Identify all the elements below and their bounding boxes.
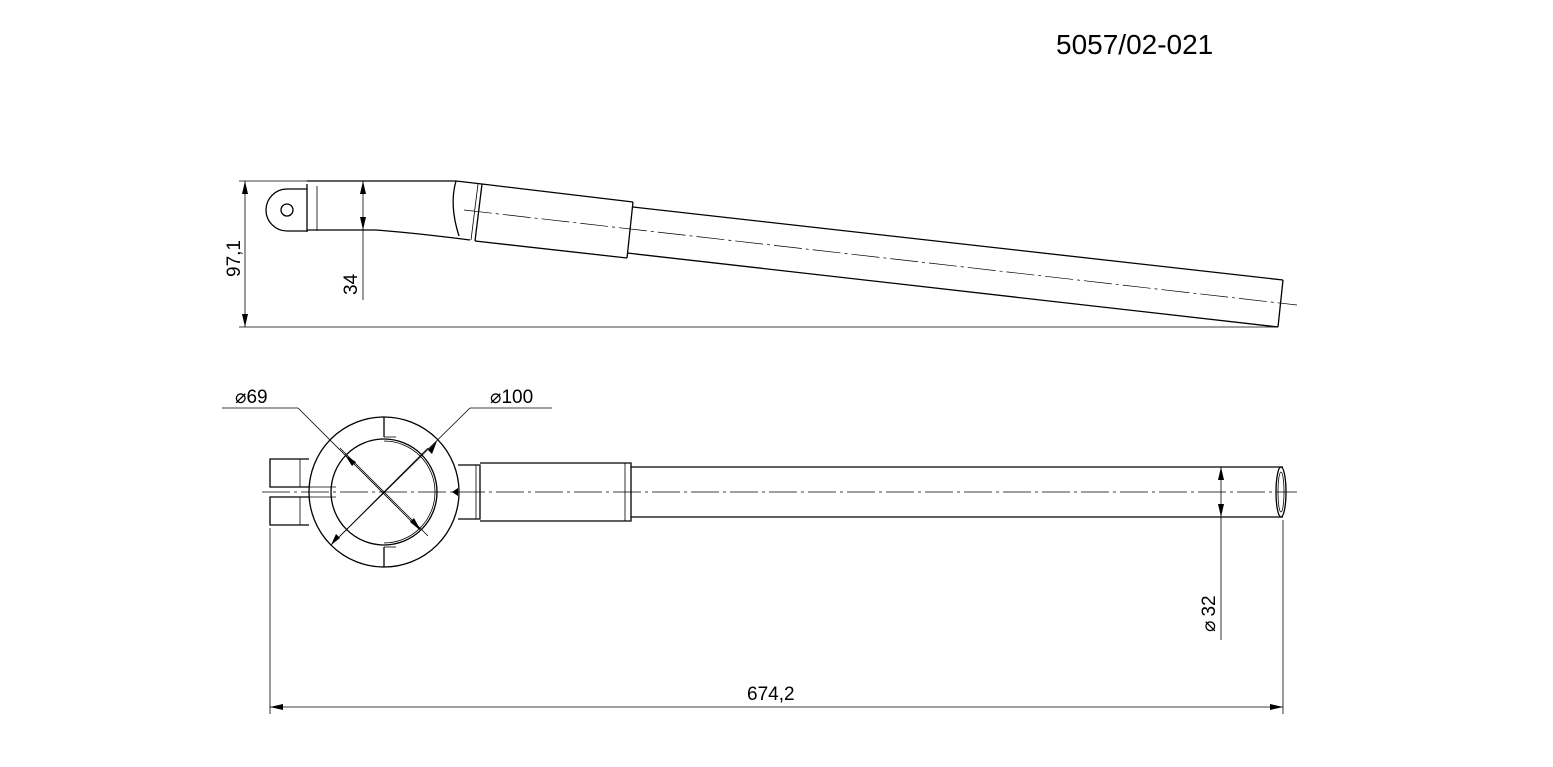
dimension-inner-diameter: ⌀69 — [222, 387, 421, 531]
dimension-clamp-height-label: 34 — [341, 273, 362, 295]
side-tube-end — [1277, 279, 1284, 328]
dimension-outer-diameter: ⌀100 — [330, 387, 552, 546]
side-clamp-curve — [452, 180, 460, 237]
svg-text:⌀32: ⌀ 32 — [1199, 595, 1220, 632]
drawing-number: 5057/02-021 — [1056, 29, 1213, 60]
svg-text:⌀69: ⌀69 — [235, 387, 268, 408]
top-lug-lower — [269, 496, 309, 526]
side-lug — [265, 188, 307, 232]
dimension-inner-diameter-label: 69 — [246, 387, 267, 408]
side-tube-bottom — [626, 252, 1279, 328]
dimension-total-height-label: 97,1 — [224, 240, 245, 277]
side-tube-top — [632, 206, 1284, 281]
top-lug-upper — [269, 458, 309, 488]
dimension-tube-diameter-label: 32 — [1199, 595, 1220, 616]
dimension-clamp-height: 34 — [341, 181, 366, 300]
dimension-outer-diameter-label: 100 — [501, 387, 533, 408]
outer-diameter-symbol: ⌀ — [490, 387, 501, 408]
side-collar-ring-2 — [470, 183, 479, 241]
side-center-line — [463, 209, 1298, 306]
side-sleeve-end — [626, 201, 634, 259]
svg-text:⌀100: ⌀100 — [490, 387, 533, 408]
top-collar-mark — [452, 488, 458, 496]
dimension-tube-diameter: ⌀ 32 — [1199, 467, 1224, 640]
dimension-total-height: 97,1 — [224, 180, 1278, 328]
top-view — [262, 416, 1297, 568]
tube-diameter-symbol: ⌀ — [1199, 621, 1220, 632]
side-lug-hole — [280, 203, 294, 217]
side-collar-top — [455, 180, 483, 185]
side-view — [265, 180, 1298, 328]
side-clamp-neck — [375, 229, 471, 241]
side-collar-ring-1 — [474, 183, 483, 242]
dimension-total-length-label: 674,2 — [747, 684, 795, 705]
side-sleeve-bottom — [474, 240, 628, 259]
dimension-total-length: 674,2 — [269, 520, 1284, 714]
inner-diameter-symbol: ⌀ — [235, 387, 246, 408]
side-sleeve-top — [481, 183, 634, 203]
